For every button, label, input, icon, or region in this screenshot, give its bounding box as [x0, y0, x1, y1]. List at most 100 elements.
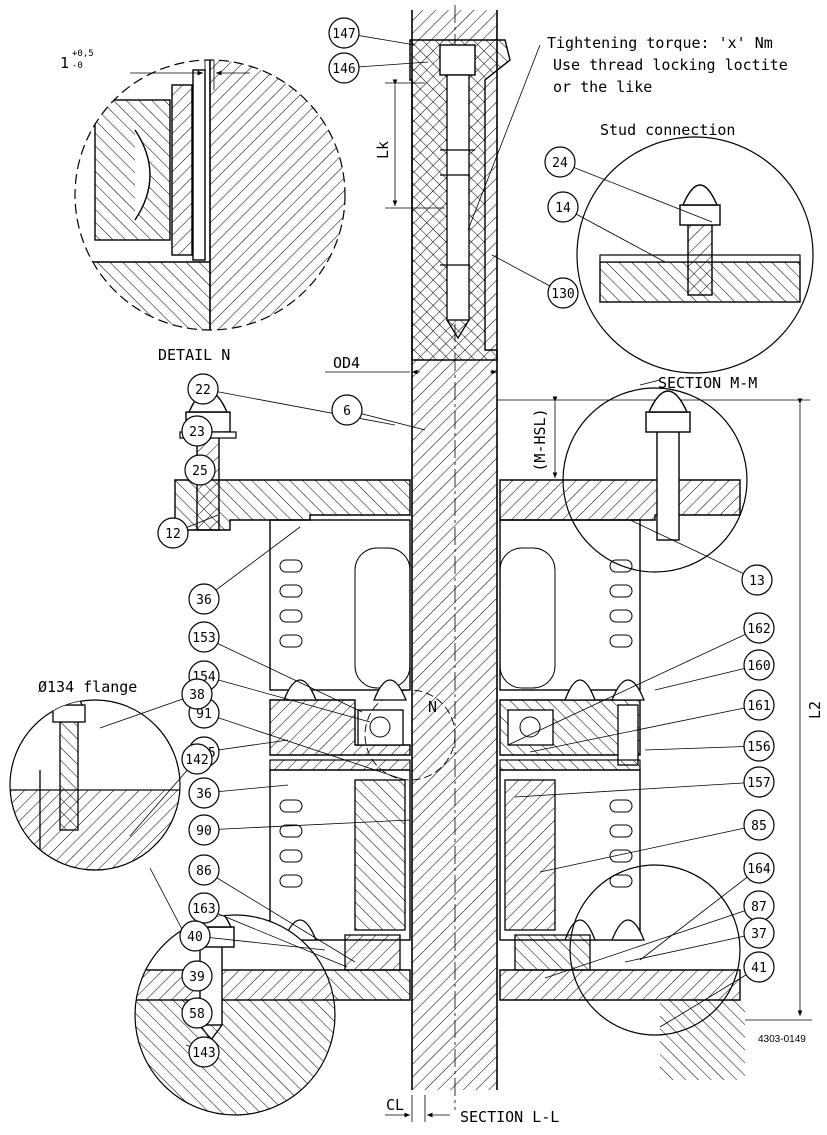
balloon-number: 130	[551, 287, 574, 302]
drawing-code: 4303-0149	[758, 1034, 806, 1045]
balloon-leader	[562, 206, 666, 263]
balloon-number: 156	[747, 740, 770, 755]
balloon-circle	[743, 951, 775, 983]
balloon-circle	[743, 917, 775, 949]
balloon-circle	[157, 517, 189, 549]
part-balloons: 1471461302414222325126133615315491155369…	[99, 17, 775, 1068]
balloon-36: 36	[188, 777, 289, 809]
tolerance-lower: -0	[72, 61, 83, 71]
balloon-number: 37	[751, 927, 767, 942]
balloon-leader	[99, 693, 198, 729]
lk-label: Lk	[374, 141, 392, 159]
balloon-number: 146	[332, 62, 355, 77]
flange-label: Ø134 flange	[38, 678, 137, 696]
balloon-90: 90	[188, 814, 411, 846]
balloon-leader	[129, 758, 198, 837]
balloon-number: 6	[343, 404, 351, 419]
balloon-circle	[743, 689, 775, 721]
balloon-circle	[188, 1036, 220, 1068]
tolerance-base: 1	[60, 54, 69, 72]
cl-dimension: CL SECTION L-L	[385, 1095, 559, 1126]
balloon-142: 142	[129, 743, 213, 837]
torque-line1: Tightening torque: 'x' Nm	[547, 34, 773, 52]
base-plate	[174, 864, 745, 1080]
balloon-number: 23	[189, 425, 205, 440]
balloon-leader	[624, 932, 760, 963]
balloon-number: 90	[196, 824, 212, 839]
balloon-number: 14	[555, 201, 571, 216]
balloon-leader	[202, 388, 396, 426]
balloon-number: 161	[747, 699, 770, 714]
balloon-41: 41	[659, 951, 775, 1028]
balloon-circle	[547, 277, 579, 309]
stud-connection-label: Stud connection	[600, 121, 735, 139]
balloon-161: 161	[529, 689, 775, 753]
balloon-number: 36	[196, 593, 212, 608]
balloon-circle	[188, 777, 220, 809]
balloon-39: 39	[181, 960, 213, 992]
section-ll-label: SECTION L-L	[460, 1108, 559, 1126]
flange-detail: Ø134 flange	[9, 678, 186, 936]
balloon-37: 37	[624, 917, 775, 963]
balloon-circle	[328, 17, 360, 49]
balloon-160: 160	[654, 649, 775, 691]
balloon-circle	[181, 960, 213, 992]
balloon-leader	[203, 675, 371, 723]
balloon-38: 38	[99, 678, 213, 729]
l2-dimension: L2	[745, 398, 824, 1021]
balloon-36: 36	[188, 526, 301, 615]
balloon-number: 40	[187, 930, 203, 945]
balloon-leader	[644, 745, 760, 751]
balloon-circle	[743, 649, 775, 681]
balloon-number: 86	[196, 864, 212, 879]
balloon-leader	[203, 819, 411, 831]
balloon-leader	[194, 935, 326, 951]
balloon-leader	[203, 869, 356, 963]
section-mm-view: Stud connection SECTION M-M	[576, 121, 814, 392]
balloon-circle	[188, 814, 220, 846]
balloon-number: 39	[189, 970, 205, 985]
balloon-leader	[629, 519, 758, 581]
lk-dimension: Lk	[374, 79, 445, 209]
balloon-circle	[188, 854, 220, 886]
balloon-leader	[559, 161, 713, 223]
balloon-leader	[507, 627, 760, 746]
balloon-number: 12	[165, 527, 181, 542]
balloon-circle	[743, 852, 775, 884]
balloon-number: 164	[747, 862, 771, 877]
balloon-circle	[743, 766, 775, 798]
balloon-58: 58	[181, 997, 213, 1029]
balloon-number: 58	[189, 1007, 205, 1022]
balloon-circle	[179, 920, 211, 952]
m-hsl-label: (M-HSL)	[531, 408, 549, 471]
l2-label: L2	[806, 701, 824, 719]
torque-leader	[467, 44, 541, 231]
middle-bearing-plate: N	[269, 679, 645, 781]
balloon-number: 22	[195, 383, 211, 398]
balloon-circle	[544, 146, 576, 178]
balloon-13: 13	[629, 519, 773, 596]
balloon-circle	[181, 997, 213, 1029]
balloon-number: 36	[196, 787, 212, 802]
od4-label: OD4	[333, 354, 360, 372]
balloon-circle	[188, 892, 220, 924]
balloon-circle	[331, 394, 363, 426]
balloon-153: 153	[188, 621, 363, 713]
balloon-40: 40	[179, 920, 326, 952]
balloon-circle	[184, 454, 216, 486]
balloon-number: 87	[751, 900, 767, 915]
balloon-circle	[181, 743, 213, 775]
detail-n-view: 1 +0,5 -0 DETAIL N	[60, 49, 346, 364]
balloon-leader	[654, 664, 760, 691]
tolerance-upper: +0,5	[72, 49, 94, 59]
balloon-163: 163	[188, 892, 348, 968]
balloon-leader	[203, 636, 363, 713]
detail-n-label: DETAIL N	[158, 346, 230, 364]
balloon-circle	[743, 809, 775, 841]
balloon-circle	[181, 415, 213, 447]
balloon-12: 12	[157, 514, 219, 549]
balloon-leader	[203, 712, 406, 781]
balloon-number: 162	[747, 622, 770, 637]
torque-line2: Use thread locking loctite	[553, 56, 788, 74]
